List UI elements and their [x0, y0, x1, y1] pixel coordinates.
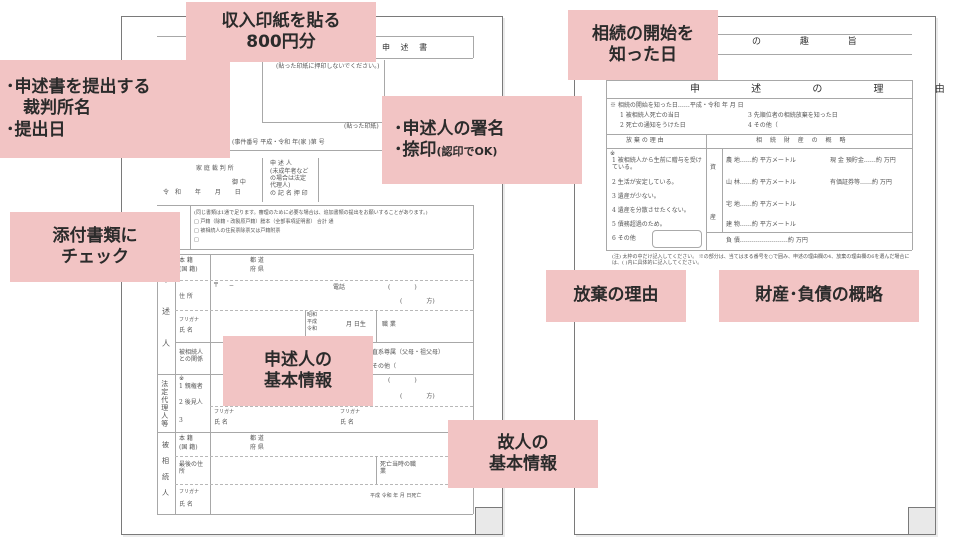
callout-attachments: 添付書類にチェック	[10, 212, 180, 282]
attachment-option-1[interactable]: □ 戸籍（除籍・改製原戸籍）謄本（全部事項証明書） 合計 通	[194, 219, 334, 225]
col-assets: 相 続 財 産 の 概 略	[756, 137, 849, 144]
applicant-seal-label-3: の場合は法定	[270, 175, 307, 182]
occupation-label: 職 業	[382, 321, 396, 328]
relation-label: 被相続人との関係	[179, 349, 204, 363]
rep-paren-1: ( )	[388, 377, 417, 384]
fuken-label: 府 県	[250, 266, 264, 273]
applicant-seal-label-4: 代理人)	[270, 182, 291, 189]
birth-label: 月 日生	[346, 321, 366, 328]
stamp-note: (貼った印紙に押印しないでください。)	[276, 63, 380, 70]
era-showa: 昭和	[307, 312, 318, 318]
seal-note: (貼った印紙)	[344, 123, 379, 130]
d-death-date: 平成 令和 年 月 日死亡	[370, 493, 422, 499]
callout-court-date: ･申述書を提出する 裁判所名･提出日	[0, 60, 230, 158]
start-opt-3[interactable]: 3 先順位者の相続放棄を知った日	[748, 112, 838, 119]
assets-kanji-1: 資	[710, 164, 717, 171]
asset-extra-2: 有価証券等……約 万円	[830, 179, 892, 186]
asset-1: 農 地……約 平方メートル	[726, 157, 796, 164]
submit-date: 令和 年 月 日	[163, 189, 247, 196]
start-opt-1[interactable]: 1 被相続人死亡の当日	[620, 112, 680, 119]
court-name: 家 庭 裁 判 所	[196, 165, 234, 172]
gozen-label: 御 中	[232, 179, 246, 186]
reason-marker: ※	[610, 150, 616, 157]
reason-title: 申 述 の 理 由	[690, 84, 960, 95]
page-fold-right	[908, 507, 935, 534]
start-opt-4[interactable]: 4 その他（	[748, 122, 778, 129]
callout-signature: ･申述人の署名･捺印(認印でOK)	[382, 96, 582, 184]
todofuken-label: 都 道	[250, 257, 264, 264]
applicant-seal-label-1: 申 述 人	[270, 160, 292, 167]
tel-label: 電話	[333, 284, 346, 291]
reason-1[interactable]: 1 被相続人から生前に贈与を受けている。	[612, 157, 702, 171]
other-label: その他（	[372, 363, 397, 370]
kokuseki-label: (国 籍)	[179, 266, 198, 273]
era-reiwa: 令和	[307, 326, 318, 332]
section-applicant-3: 人	[162, 339, 170, 348]
section-deceased-3: 続	[162, 473, 169, 481]
col-reason: 放 棄 の 理 由	[626, 137, 664, 144]
reason-5[interactable]: 5 債務超過のため。	[612, 221, 666, 228]
era-heisei: 平成	[307, 319, 318, 325]
section-deceased-4: 人	[162, 489, 169, 497]
honseki-label: 本 籍	[179, 257, 193, 264]
rep-furigana: フリガナ	[214, 409, 235, 415]
section-representative: 法定代理人等	[160, 380, 169, 428]
callout-deceased-info: 故人の基本情報	[448, 420, 598, 488]
rep-opt-2[interactable]: 2 後見人	[179, 399, 203, 406]
reason-2[interactable]: 2 生活が安定している。	[612, 179, 678, 186]
reason-6[interactable]: 6 その他	[612, 235, 636, 242]
jusho-label: 住 所	[179, 293, 193, 300]
callout-reason: 放棄の理由	[546, 270, 686, 322]
applicant-seal-label-5: の 記 名 押 印	[270, 190, 308, 197]
page-fold	[475, 507, 502, 534]
case-number: (事件番号 平成・令和 年(家 )第 号	[232, 139, 325, 146]
start-opt-2[interactable]: 2 死亡の通知をうけた日	[620, 122, 686, 129]
assets-kanji-2: 産	[710, 214, 717, 221]
rep-opt-3[interactable]: 3	[179, 417, 183, 424]
d-fuken: 府 県	[250, 444, 264, 451]
attachment-note: (同じ書類は1通で足ります。審理のために必要な場合は、追加書類の提出をお願いする…	[194, 210, 428, 216]
shimei-label: 氏 名	[179, 327, 193, 334]
applicant-seal-label-2: (未成年者など	[270, 168, 309, 175]
start-date-question: ※ 相続の開始を知った日……平成・令和 年 月 日	[610, 102, 744, 109]
attachment-option-2[interactable]: □ 被相続人の住民票除票又は戸籍附票	[194, 228, 281, 234]
rep-opt-1[interactable]: 1 親権者	[179, 383, 203, 390]
rep-mark: ※	[179, 375, 185, 382]
top-title: の 趣 旨	[752, 37, 875, 47]
asset-4: 建 物……約 平方メートル	[726, 221, 796, 228]
furigana-label: フリガナ	[179, 317, 200, 323]
d-shimei: 氏 名	[179, 501, 193, 508]
reason-3[interactable]: 3 遺産が少ない。	[612, 193, 660, 200]
d-death-job: 死亡当時の職 業	[380, 461, 417, 475]
callout-assets: 財産･負債の概略	[719, 270, 919, 322]
d-honseki: 本 籍	[179, 435, 193, 442]
asset-3: 宅 地……約 平方メートル	[726, 201, 796, 208]
footnote: (注) 太枠の中だけ記入してください。 ※の部分は、当てはまる番号を○で囲み、申…	[612, 254, 910, 266]
rep-furigana-2: フリガナ	[340, 409, 361, 415]
d-saigo: 最後の住 所	[179, 461, 204, 475]
reason-6-box	[652, 230, 702, 248]
callout-start-date: 相続の開始を知った日	[568, 10, 718, 80]
section-deceased-1: 被	[162, 441, 169, 449]
rep-paren-2: ( 方)	[400, 393, 435, 400]
paren-1: ( )	[388, 284, 417, 291]
paren-2: ( 方)	[400, 298, 435, 305]
reason-4[interactable]: 4 遺産を分散させたくない。	[612, 207, 690, 214]
asset-extra-1: 現 金 預貯金……約 万円	[830, 157, 896, 164]
d-todofuken: 都 道	[250, 435, 264, 442]
rep-shimei: 氏 名	[214, 419, 228, 426]
left-form-title: 申 述 書	[382, 43, 432, 52]
d-kokuseki: (国 籍)	[179, 444, 198, 451]
debt-line: 負 債……………………約 万円	[726, 237, 808, 244]
other-note: 直系尊属（父母・祖父母）	[372, 349, 445, 356]
postal-mark: 〒 −	[213, 282, 234, 289]
section-deceased-2: 相	[162, 457, 169, 465]
asset-2: 山 林……約 平方メートル	[726, 179, 796, 186]
attachment-option-3[interactable]: □	[194, 237, 199, 243]
d-furigana: フリガナ	[179, 489, 200, 495]
callout-applicant-info: 申述人の基本情報	[223, 336, 373, 406]
section-applicant-2: 述	[162, 307, 170, 316]
rep-shimei-2: 氏 名	[340, 419, 354, 426]
